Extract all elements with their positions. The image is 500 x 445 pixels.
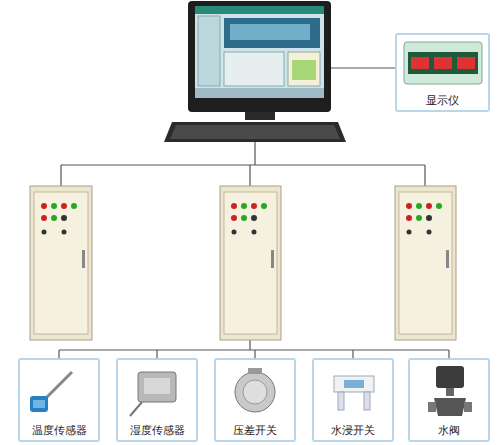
switch-box: 压差开关 [214,358,296,442]
display-box: 显示仪 [395,33,490,112]
computer [164,1,346,142]
switch-box: 水浸开关 [312,358,394,442]
sensor-box: 湿度传感器 [116,358,198,442]
valve-box: 水阀 [408,358,490,442]
node-label: 湿度传感器 [128,424,187,437]
node-label: 水浸开关 [329,424,377,437]
node-label: 显示仪 [424,94,461,107]
node-label: 温度传感器 [30,424,89,437]
display-instrument [397,35,488,109]
node-label: 压差开关 [231,424,279,437]
control-cabinets [30,186,456,340]
sensor-icons [30,366,472,416]
sensor-box: 温度传感器 [18,358,100,442]
node-label: 水阀 [436,424,462,437]
